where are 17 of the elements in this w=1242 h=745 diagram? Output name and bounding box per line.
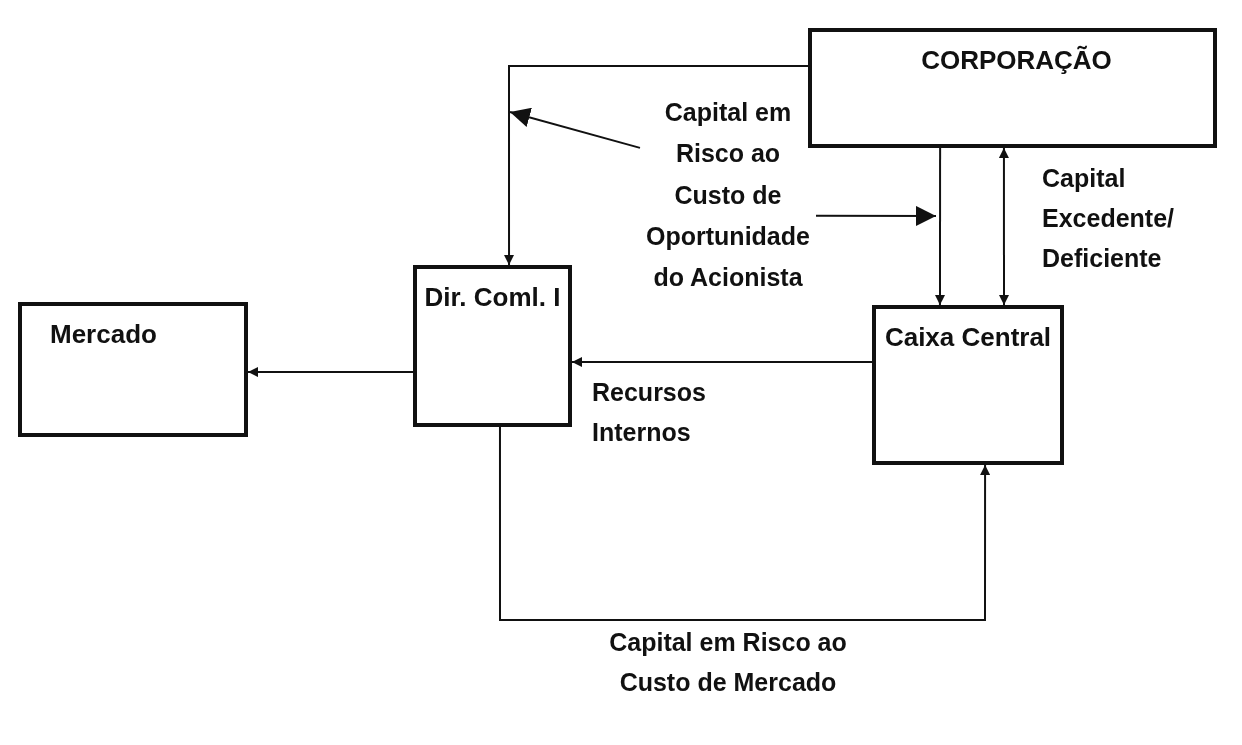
arrow (247, 367, 414, 378)
arrow (498, 426, 991, 621)
arrow (571, 357, 873, 368)
box-label: Caixa Central (883, 321, 1053, 354)
arrow (998, 147, 1009, 306)
arrow (504, 65, 809, 266)
process-box (18, 302, 248, 437)
process-box (872, 305, 1064, 465)
box-label: CORPORAÇÃO (920, 44, 1113, 77)
box-label: Dir. Coml. I (423, 281, 562, 314)
process-box (413, 265, 572, 427)
annotation-text: Capital em Risco ao Custo de Oportunidade do Acionista (645, 97, 811, 293)
leader-arrow (815, 205, 937, 226)
process-box (808, 28, 1217, 148)
leader-arrow (509, 107, 641, 149)
box-label: Mercado (50, 318, 158, 351)
arrow (935, 147, 945, 306)
